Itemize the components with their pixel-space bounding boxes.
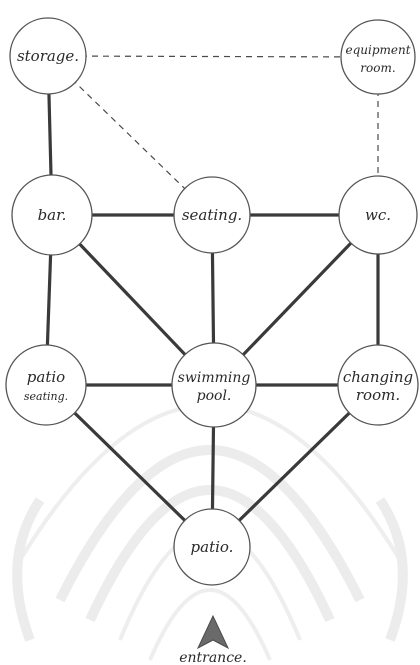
- node-sublabel-changing-room: room.: [356, 386, 400, 404]
- solid-connections: [44, 54, 380, 549]
- arrow-up-icon: [196, 614, 230, 650]
- node-label-bar: bar.: [38, 206, 67, 224]
- node-circle-changing-room: [337, 344, 419, 426]
- node-label-patio: patio.: [191, 538, 234, 556]
- node-label-equipment-room: equipment: [345, 43, 410, 57]
- node-circle-patio-seating: [5, 344, 87, 426]
- node-sublabel-swimming-pool: pool.: [197, 388, 232, 404]
- node-swimming-pool: swimming pool.: [171, 342, 257, 428]
- node-label-swimming-pool: swimming: [178, 370, 251, 386]
- node-circle-wc: [338, 175, 418, 255]
- node-circle-bar: [11, 174, 93, 256]
- node-storage: storage.: [9, 17, 87, 95]
- node-wc: wc.: [338, 175, 418, 255]
- node-label-changing-room: changing: [343, 368, 413, 386]
- node-label-wc: wc.: [365, 206, 391, 224]
- node-patio: patio.: [173, 508, 251, 586]
- node-label-patio-seating: patio: [27, 368, 65, 386]
- space-nodes: storage. equipment room. bar. seating. wc. pat…: [5, 17, 419, 586]
- node-patio-seating: patio seating.: [5, 344, 87, 426]
- entrance-marker: entrance.: [179, 614, 247, 665]
- node-circle-swimming-pool: [171, 342, 257, 428]
- entrance-label: entrance.: [179, 650, 247, 665]
- node-circle-equipment-room: [340, 19, 416, 95]
- node-label-seating: seating.: [182, 206, 242, 224]
- node-circle-patio: [173, 508, 251, 586]
- dashed-edge-storage-to-equipment-room: [47, 55, 379, 58]
- node-circle-seating: [173, 176, 251, 254]
- node-label-storage: storage.: [17, 47, 79, 65]
- node-sublabel-equipment-room: room.: [360, 61, 395, 75]
- node-sublabel-patio-seating: seating.: [24, 390, 68, 403]
- node-seating: seating.: [173, 176, 251, 254]
- node-circle-storage: [9, 17, 87, 95]
- node-bar: bar.: [11, 174, 93, 256]
- node-equipment-room: equipment room.: [340, 19, 416, 95]
- watermark-emblem: [12, 403, 408, 661]
